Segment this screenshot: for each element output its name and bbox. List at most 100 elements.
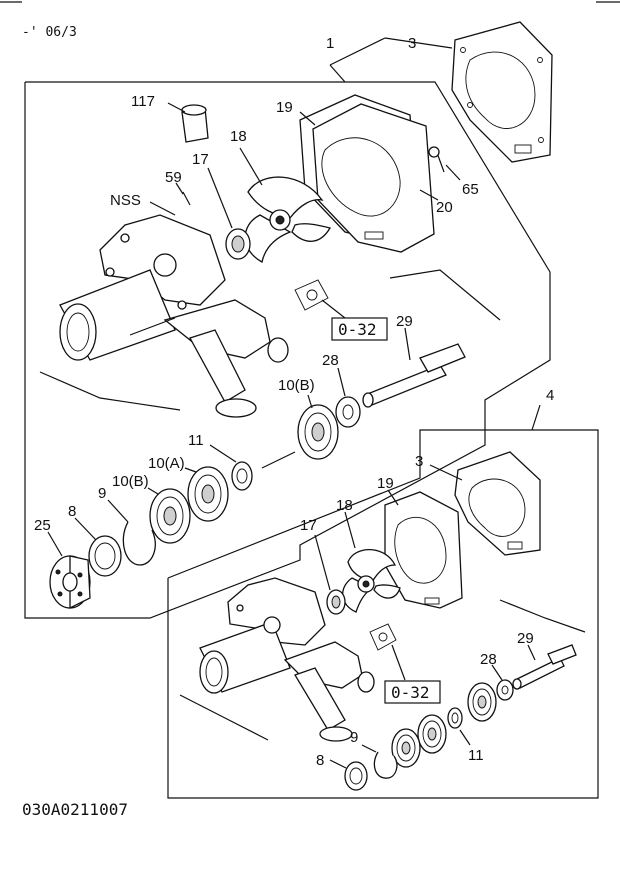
leader-nss	[149, 201, 176, 216]
leader-9-bot	[361, 744, 377, 753]
bearing-bottom-left	[391, 728, 421, 768]
callout-9-left: 9	[98, 485, 106, 502]
snap-ring-9-bottom	[373, 751, 398, 779]
callout-20: 20	[436, 199, 453, 216]
bolt-65	[428, 146, 445, 173]
callout-59: 59	[165, 169, 182, 186]
leader-8-bot	[329, 759, 347, 769]
drawing-code: 030A0211007	[22, 800, 128, 819]
dash-line-c	[179, 694, 269, 741]
flange-gasket-top	[294, 279, 329, 311]
ring-28-top	[335, 396, 361, 428]
leader-25	[47, 531, 63, 557]
callout-11-top: 11	[188, 432, 204, 449]
sleeve-117	[181, 104, 209, 143]
callout-8-bot: 8	[316, 752, 324, 769]
leader-ref-bot	[391, 644, 406, 681]
shaft-29-top	[362, 343, 466, 408]
leader-19-top	[299, 111, 316, 126]
leader-17-bot	[314, 534, 331, 591]
callout-10b-top: 10(B)	[278, 377, 315, 394]
dash-line-shaft-bot	[499, 599, 586, 633]
bearing-bottom-mid	[417, 714, 447, 754]
bearing-10b-top	[297, 404, 339, 460]
leader-3-bot	[429, 464, 463, 481]
callout-19-top: 19	[276, 99, 293, 116]
shaft-29-bottom	[512, 644, 577, 690]
callout-10a: 10(A)	[148, 455, 185, 472]
callout-3-top: 3	[408, 35, 416, 52]
leader-29-top	[404, 327, 411, 361]
ring-28-bottom	[496, 679, 514, 701]
leader-29-bot	[527, 644, 536, 661]
lower-assembly-frame	[167, 429, 599, 799]
seal-8-bottom	[344, 761, 368, 791]
dash-line-shaft-top	[389, 269, 501, 321]
leader-1b	[329, 64, 346, 83]
leader-1	[329, 37, 386, 66]
leader-28-bot	[491, 664, 503, 681]
leader-59	[175, 182, 184, 195]
upper-assembly-frame	[24, 81, 551, 619]
seal-17-bottom	[326, 589, 346, 615]
callout-10b-left: 10(B)	[112, 473, 149, 490]
callout-nss: NSS	[110, 192, 141, 209]
callout-11-bot: 11	[468, 747, 484, 764]
leader-3-top	[384, 37, 453, 49]
callout-19-bot: 19	[377, 475, 394, 492]
axis-line-top	[261, 451, 296, 469]
callout-25: 25	[34, 517, 51, 534]
leader-11-bot	[459, 729, 471, 746]
callout-18-bot: 18	[336, 497, 353, 514]
leader-4	[531, 404, 541, 431]
impeller-18-bottom	[342, 549, 401, 613]
callout-3-bot: 3	[415, 453, 423, 470]
leader-10b-left	[147, 487, 159, 495]
callout-65: 65	[462, 181, 479, 198]
leader-11-top	[209, 444, 237, 463]
gasket-3-bottom	[454, 451, 541, 556]
leader-8-left	[74, 517, 97, 541]
pump-body-top	[59, 214, 289, 418]
ref-0-32-top: 0-32	[338, 320, 377, 339]
leader-28-top	[337, 367, 346, 397]
spacer-11-bottom	[447, 707, 463, 729]
gasket-3-top	[451, 21, 553, 163]
dash-line-a	[39, 371, 181, 411]
callout-29-top: 29	[396, 313, 413, 330]
callout-17-top: 17	[192, 151, 209, 168]
ref-box-top	[331, 317, 388, 341]
callout-9-bot: 9	[350, 729, 358, 746]
callout-28-top: 28	[322, 352, 339, 369]
snap-ring-9-left	[122, 521, 156, 566]
gasket-19-bottom	[384, 491, 463, 609]
callout-8-left: 8	[68, 503, 76, 520]
leader-ref-top	[321, 299, 346, 319]
leader-10b-top	[307, 394, 313, 409]
callout-4: 4	[546, 387, 554, 404]
pump-body-bottom	[199, 577, 375, 742]
gasket-19-top	[299, 94, 435, 253]
callout-17-bot: 17	[300, 517, 317, 534]
bearing-10a	[187, 466, 229, 522]
callout-117: 117	[131, 93, 155, 110]
callout-18-top: 18	[230, 128, 247, 145]
callout-29-bot: 29	[517, 630, 534, 647]
leader-65	[445, 164, 461, 181]
dash-line-b	[129, 317, 176, 336]
impeller-18-top	[244, 176, 332, 263]
bolt-59	[182, 191, 191, 206]
leader-117	[167, 102, 186, 113]
leader-10a	[184, 467, 197, 473]
flange-gasket-bottom	[369, 623, 397, 651]
bearing-bottom-right	[467, 682, 497, 722]
leader-20	[419, 189, 439, 201]
spacer-11-top	[231, 461, 253, 491]
bearing-10b-left	[149, 488, 191, 544]
ref-0-32-bottom: 0-32	[391, 683, 430, 702]
leader-18-bot	[344, 511, 356, 549]
leader-17-top	[207, 167, 233, 229]
seal-8-left	[88, 535, 122, 577]
leader-9-left	[107, 499, 129, 523]
